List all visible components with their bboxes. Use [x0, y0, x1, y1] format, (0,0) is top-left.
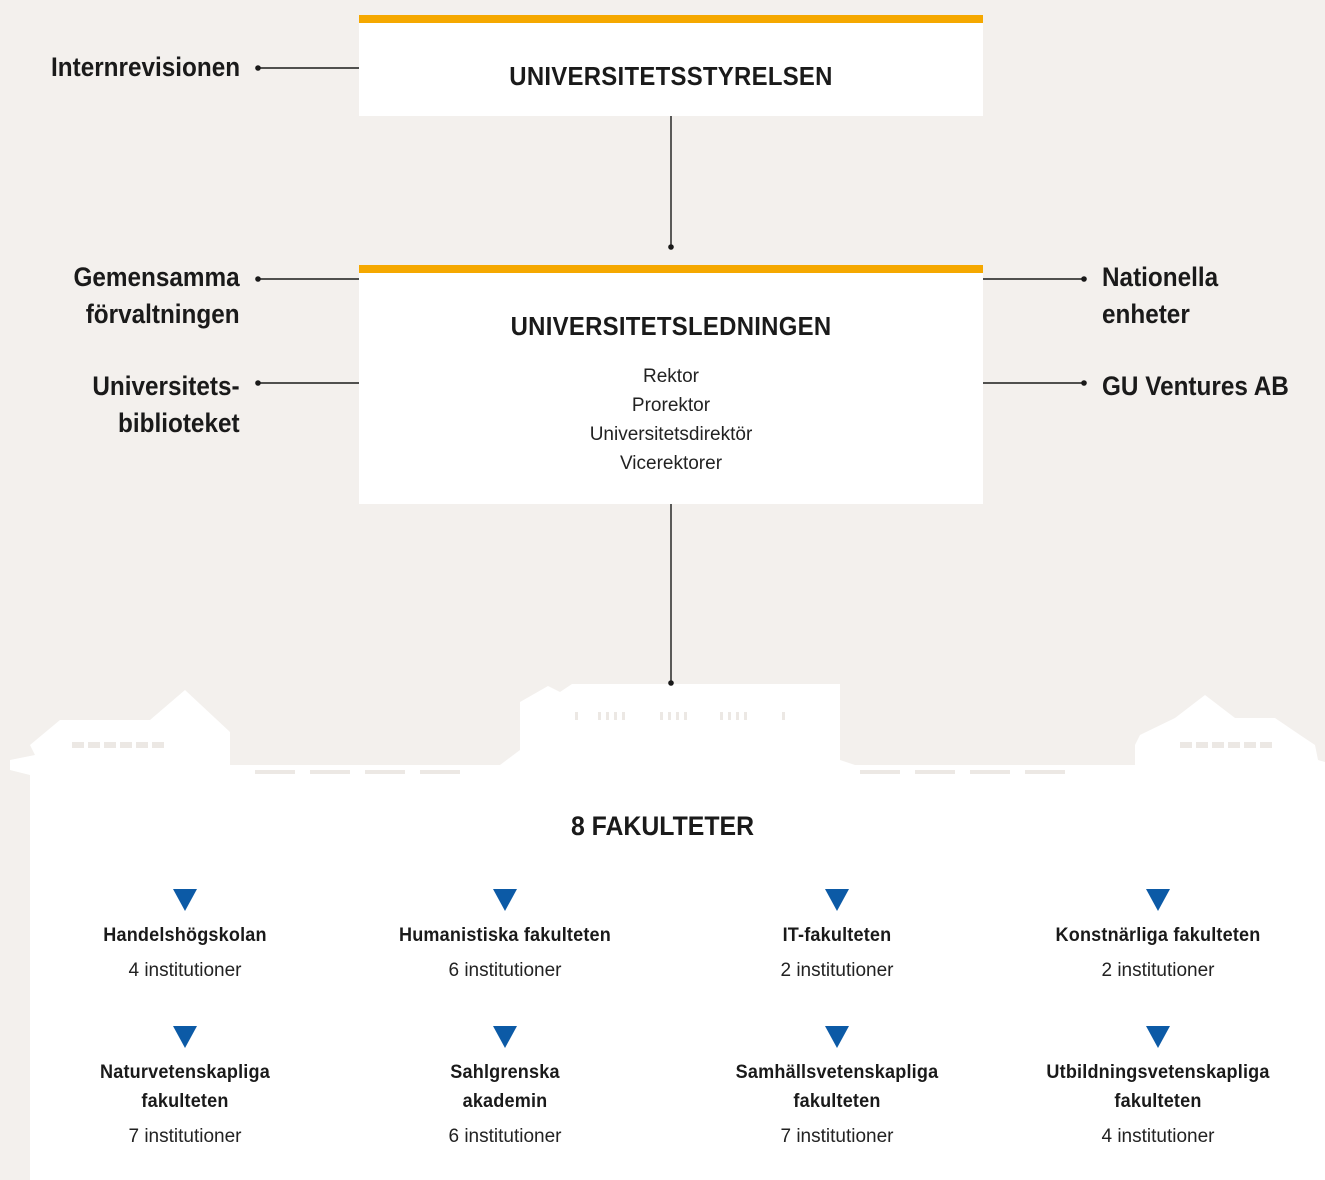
down-triangle-icon — [1146, 1026, 1170, 1048]
faculty-count: 6 institutioner — [448, 1126, 562, 1147]
building-silhouette — [10, 684, 1325, 1180]
down-triangle-icon — [825, 1026, 849, 1048]
faculty-count: 2 institutioner — [780, 960, 894, 981]
building-windows — [72, 712, 1272, 774]
faculty-count: 7 institutioner — [128, 1126, 242, 1147]
connector-lines — [255, 65, 1087, 686]
faculty-name-line: Naturvetenskapliga — [100, 1062, 270, 1083]
left-unit-library: Universitets- biblioteket — [93, 368, 240, 442]
faculty-count: 4 institutioner — [1101, 1126, 1215, 1147]
faculty-name: Sahlgrenska akademin — [372, 1058, 638, 1116]
internal-audit-label: Internrevisionen — [50, 52, 240, 82]
role-item: Vicerektorer — [619, 453, 723, 474]
faculty-item: IT-fakulteten 2 institutioner — [697, 889, 977, 986]
down-triangle-icon — [173, 1026, 197, 1048]
right-unit-ventures: GU Ventures AB — [1102, 368, 1289, 405]
down-triangle-icon — [173, 889, 197, 911]
down-triangle-icon — [1146, 889, 1170, 911]
board-title: UNIVERSITETSSTYRELSEN — [509, 61, 833, 91]
left-unit-line: Universitets- — [92, 371, 240, 401]
left-unit-line: förvaltningen — [86, 299, 240, 329]
right-unit-national: Nationella enheter — [1102, 259, 1218, 333]
faculty-item: Konstnärliga fakulteten 2 institutioner — [1018, 889, 1298, 986]
faculty-name: Humanistiska fakulteten — [398, 925, 611, 946]
management-box: UNIVERSITETSLEDNINGEN Rektor Prorektor U… — [359, 265, 983, 504]
faculty-name: Samhällsvetenskapliga fakulteten — [704, 1058, 970, 1116]
faculty-name: Handelshögskolan — [103, 925, 267, 946]
faculty-count: 6 institutioner — [448, 960, 562, 981]
down-triangle-icon — [493, 889, 517, 911]
faculty-name-line: fakulteten — [141, 1091, 229, 1112]
management-roles: Rektor Prorektor Universitetsdirektör Vi… — [359, 362, 983, 478]
faculty-name: Naturvetenskapliga fakulteten — [52, 1058, 318, 1116]
faculty-name-line: akademin — [462, 1091, 548, 1112]
faculty-name-line: fakulteten — [793, 1091, 881, 1112]
faculty-count: 2 institutioner — [1101, 960, 1215, 981]
left-unit-administration: Gemensamma förvaltningen — [74, 259, 240, 333]
faculty-name-line: Samhällsvetenskapliga — [735, 1062, 939, 1083]
board-box: UNIVERSITETSSTYRELSEN — [359, 15, 983, 116]
faculty-item: Sahlgrenska akademin 6 institutioner — [365, 1026, 645, 1152]
down-triangle-icon — [493, 1026, 517, 1048]
right-unit-line: enheter — [1102, 299, 1190, 329]
faculty-item: Samhällsvetenskapliga fakulteten 7 insti… — [697, 1026, 977, 1152]
faculty-item: Utbildningsvetenskapliga fakulteten 4 in… — [1018, 1026, 1298, 1152]
faculty-name: Utbildningsvetenskapliga fakulteten — [1025, 1058, 1291, 1116]
down-triangle-icon — [825, 889, 849, 911]
right-unit-line: GU Ventures AB — [1102, 371, 1289, 401]
role-item: Prorektor — [631, 395, 711, 416]
faculty-item: Humanistiska fakulteten 6 institutioner — [365, 889, 645, 986]
faculty-name: IT-fakulteten — [782, 925, 892, 946]
faculties-heading: 8 FAKULTETER — [570, 811, 755, 841]
role-item: Rektor — [643, 366, 699, 387]
right-unit-line: Nationella — [1102, 262, 1219, 292]
left-unit-line: Gemensamma — [73, 262, 240, 292]
faculty-count: 4 institutioner — [128, 960, 242, 981]
role-item: Universitetsdirektör — [589, 424, 753, 445]
faculty-count: 7 institutioner — [780, 1126, 894, 1147]
faculty-name-line: Sahlgrenska — [450, 1062, 560, 1083]
left-unit-line: biblioteket — [118, 408, 240, 438]
faculty-item: Naturvetenskapliga fakulteten 7 institut… — [45, 1026, 325, 1152]
faculty-name: Konstnärliga fakulteten — [1055, 925, 1261, 946]
faculty-name-line: Utbildningsvetenskapliga — [1046, 1062, 1270, 1083]
faculty-name-line: fakulteten — [1114, 1091, 1202, 1112]
management-title: UNIVERSITETSLEDNINGEN — [510, 311, 832, 341]
faculty-item: Handelshögskolan 4 institutioner — [45, 889, 325, 986]
